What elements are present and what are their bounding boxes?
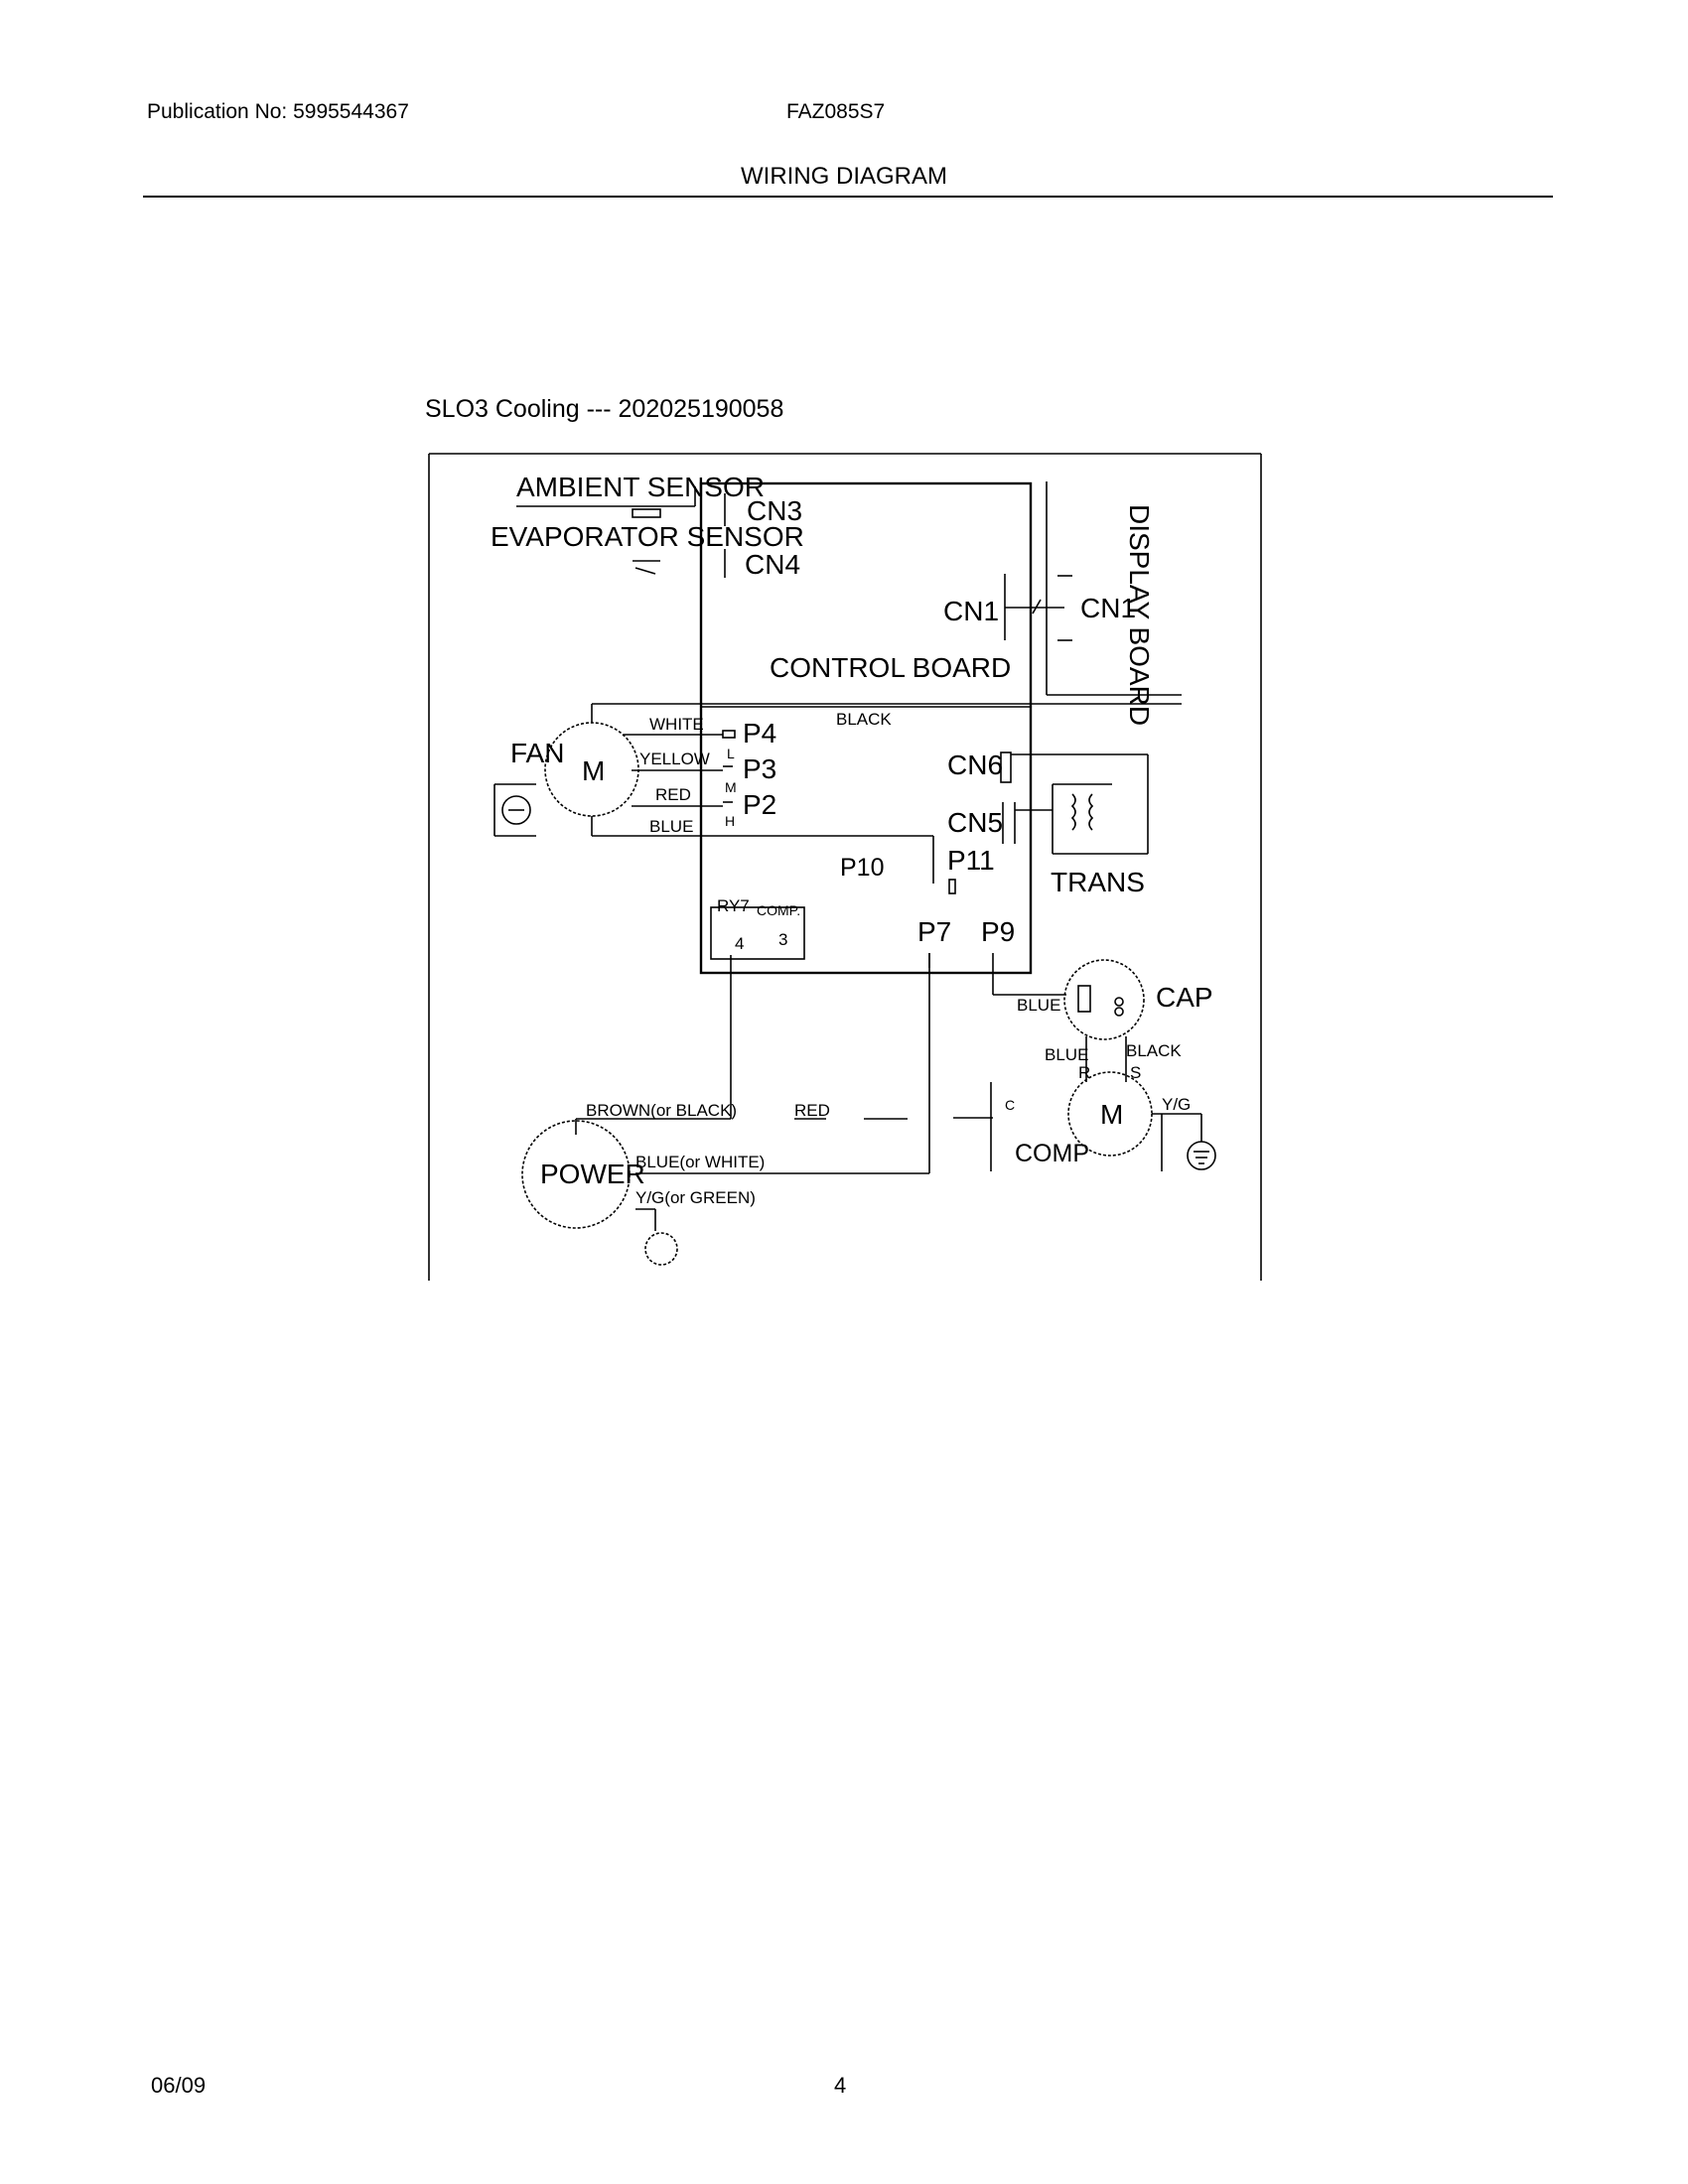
cap-black-s-label: BLACK bbox=[1126, 1041, 1182, 1060]
fan-motor-m-label: M bbox=[582, 755, 605, 786]
cn6-connector bbox=[1000, 751, 1012, 783]
fan-ground-circle bbox=[501, 795, 531, 825]
power-label: POWER bbox=[540, 1159, 645, 1189]
p4-label: P4 bbox=[743, 718, 776, 749]
blue-white-label: BLUE(or WHITE) bbox=[635, 1153, 765, 1171]
cn6-label: CN6 bbox=[947, 750, 1003, 780]
relay-box bbox=[710, 906, 805, 960]
terminal-4-label: 4 bbox=[735, 934, 744, 953]
header-rule bbox=[143, 196, 1553, 198]
trans-coil-b bbox=[1088, 793, 1094, 831]
p3-label: P3 bbox=[743, 753, 776, 784]
diagram-subtitle: SLO3 Cooling --- 202025190058 bbox=[425, 395, 784, 423]
white-label: WHITE bbox=[649, 715, 704, 734]
red-label: RED bbox=[655, 785, 691, 804]
evaporator-sensor-label: EVAPORATOR SENSOR bbox=[491, 521, 804, 552]
display-board-label: DISPLAY BOARD bbox=[1124, 504, 1155, 726]
comp-relay-label: COMP. bbox=[757, 902, 800, 918]
cn1-slash bbox=[1032, 599, 1042, 614]
ry7-label: RY7 bbox=[717, 896, 750, 915]
comp-label: COMP bbox=[1015, 1140, 1089, 1167]
p10-label: P10 bbox=[840, 854, 884, 882]
footer-date: 06/09 bbox=[151, 2073, 207, 2098]
cn1-board-label: CN1 bbox=[943, 596, 999, 626]
cap-label: CAP bbox=[1156, 982, 1213, 1013]
p4-terminal bbox=[722, 730, 736, 739]
trans-label: TRANS bbox=[1051, 867, 1145, 897]
evaporator-sensor-mark bbox=[634, 567, 656, 575]
yellow-label: YELLOW bbox=[639, 750, 710, 768]
ambient-sensor-element bbox=[632, 508, 661, 518]
yg-label: Y/G bbox=[1162, 1095, 1191, 1114]
cn5-label: CN5 bbox=[947, 807, 1003, 838]
comp-ground-circle bbox=[1187, 1141, 1216, 1170]
capacitor-circle bbox=[1063, 959, 1145, 1040]
comp-motor-m-label: M bbox=[1100, 1099, 1123, 1130]
black-wire-label: BLACK bbox=[836, 710, 892, 729]
publication-number: Publication No: 5995544367 bbox=[147, 100, 409, 123]
speed-h-label: H bbox=[725, 813, 735, 829]
page-title: WIRING DIAGRAM bbox=[741, 163, 947, 190]
p11-terminal bbox=[948, 879, 956, 894]
red-wire-label: RED bbox=[794, 1101, 830, 1120]
blue-label: BLUE bbox=[649, 817, 693, 836]
speed-m-label: M bbox=[725, 779, 737, 795]
capacitor-terminal-b bbox=[1114, 1007, 1124, 1017]
power-plug-circle bbox=[521, 1120, 631, 1229]
c-label: C bbox=[1005, 1097, 1015, 1113]
fan-label: FAN bbox=[510, 738, 564, 768]
cn1-display-label: CN1 bbox=[1080, 593, 1136, 623]
terminal-3-label: 3 bbox=[778, 930, 787, 949]
brown-wire-label: BROWN(or BLACK) bbox=[586, 1101, 737, 1120]
page-number: 4 bbox=[834, 2073, 847, 2098]
s-label: S bbox=[1130, 1063, 1141, 1082]
model-number: FAZ085S7 bbox=[786, 100, 886, 123]
control-board-label: CONTROL BOARD bbox=[770, 652, 1011, 683]
speed-l-label: L bbox=[727, 746, 735, 761]
cap-blue-label: BLUE bbox=[1017, 996, 1060, 1015]
p11-label: P11 bbox=[947, 845, 995, 876]
power-ground-circle bbox=[644, 1232, 678, 1266]
cap-blue-r-label: BLUE bbox=[1045, 1045, 1088, 1064]
yg-green-label: Y/G(or GREEN) bbox=[635, 1188, 756, 1207]
capacitor-element bbox=[1077, 985, 1091, 1013]
cn3-label: CN3 bbox=[747, 495, 802, 526]
ambient-sensor-label: AMBIENT SENSOR bbox=[516, 472, 765, 502]
cn4-label: CN4 bbox=[745, 549, 800, 580]
p9-label: P9 bbox=[981, 916, 1015, 947]
trans-coil-a bbox=[1070, 793, 1076, 831]
p2-label: P2 bbox=[743, 789, 776, 820]
capacitor-terminal-a bbox=[1114, 997, 1124, 1007]
p7-label: P7 bbox=[917, 916, 951, 947]
r-label: R bbox=[1078, 1063, 1090, 1082]
control-board bbox=[699, 481, 1033, 975]
